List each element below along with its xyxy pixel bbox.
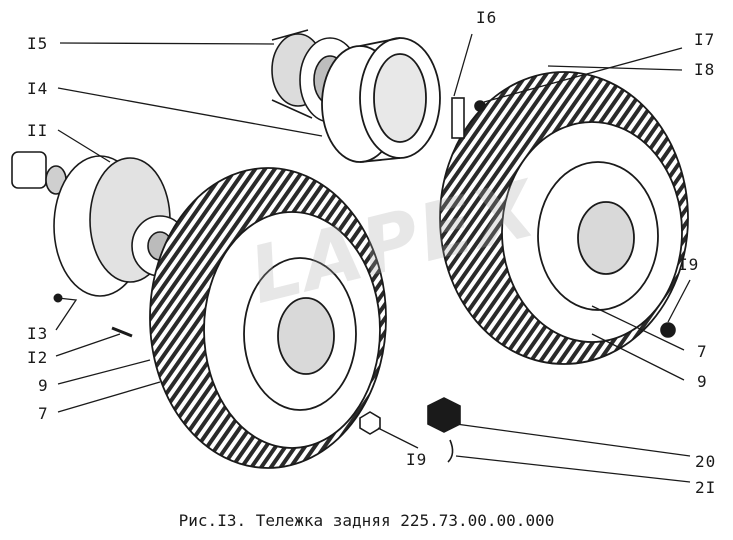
- right-wheel-tire: [439, 71, 689, 365]
- callout-13: I3: [27, 324, 49, 343]
- small-hardware-parts: [359, 97, 676, 463]
- callout-7-left: 7: [38, 404, 49, 423]
- callout-15: I5: [27, 34, 49, 53]
- axle-housing-part: [11, 151, 189, 297]
- callout-9-right: 9: [697, 372, 708, 391]
- callout-18: I8: [694, 60, 716, 79]
- callout-11: II: [27, 121, 49, 140]
- callout-21: 2I: [695, 478, 717, 497]
- callout-16: I6: [476, 8, 498, 27]
- leader-lines: [55, 33, 691, 483]
- left-wheel-tire: [149, 167, 387, 469]
- callout-12: I2: [27, 348, 49, 367]
- brake-ring-part: [321, 37, 441, 163]
- callout-9-left: 9: [38, 376, 49, 395]
- callout-19-right: I9: [678, 255, 700, 274]
- callout-19-bottom: I9: [406, 450, 428, 469]
- callout-17: I7: [694, 30, 716, 49]
- figure-caption: Рис.I3. Тележка задняя 225.73.00.00.000: [178, 511, 555, 530]
- callout-14: I4: [27, 79, 49, 98]
- callout-20: 20: [695, 452, 717, 471]
- callout-7-right: 7: [697, 342, 708, 361]
